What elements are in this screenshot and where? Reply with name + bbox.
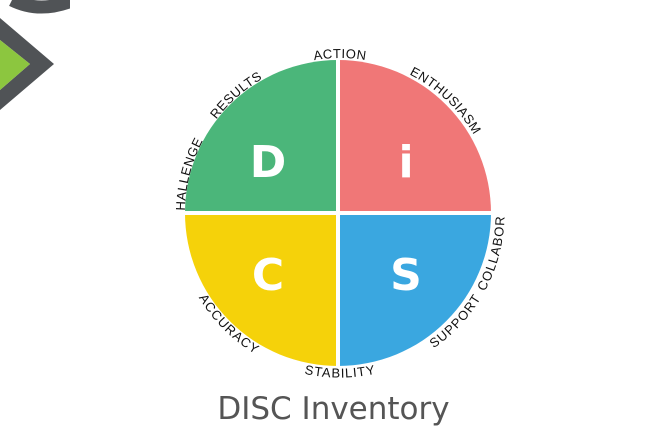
label-challenge-text: CHALLENGE xyxy=(0,0,205,211)
quadrant-d xyxy=(185,60,338,213)
label-stability-text: STABILITY xyxy=(304,362,376,381)
quadrant-c xyxy=(185,213,338,366)
label-action: ACTION xyxy=(312,46,367,63)
label-challenge: CHALLENGE xyxy=(0,0,206,211)
quadrant-c-letter: C xyxy=(252,250,284,301)
corner-green-chevron xyxy=(0,40,30,90)
label-stability: STABILITY xyxy=(304,362,377,381)
label-action-text: ACTION xyxy=(312,46,367,63)
quadrant-i xyxy=(338,60,491,213)
corner-decoration xyxy=(0,0,70,110)
diagram-caption: DISC Inventory xyxy=(217,391,450,427)
quadrant-s xyxy=(338,213,491,366)
corner-dark-arc xyxy=(9,0,70,14)
quadrant-d-letter: D xyxy=(250,137,287,188)
quadrant-i-letter: i xyxy=(398,137,413,188)
quadrant-s-letter: S xyxy=(390,250,422,301)
corner-dark-chevron xyxy=(0,18,54,110)
